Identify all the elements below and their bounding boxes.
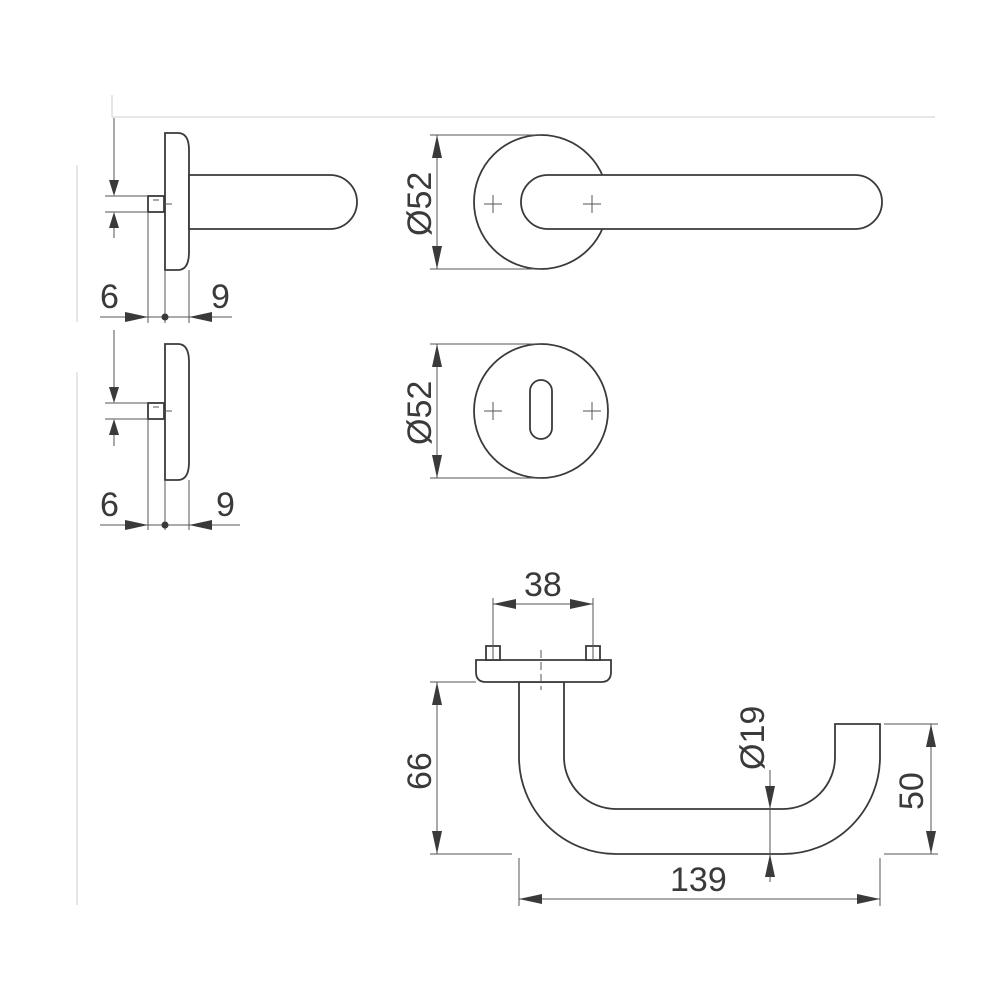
rose-side-left-dim: 6 [100,278,119,316]
escutcheon-side-left-dim: 6 [100,486,119,524]
rose-side-right-dim: 9 [211,278,230,316]
screw-mark-icon [484,402,502,420]
screw-mark-icon [484,195,502,213]
keyhole-slot [529,379,553,440]
escutcheon-diameter-dim: Ø52 [401,381,439,445]
lever-length-dim: 139 [670,861,727,899]
rose-front-view [430,134,883,270]
lever-top-view [430,598,938,906]
escutcheon-side-right-dim: 9 [216,486,235,524]
rose-diameter-dim: Ø52 [401,172,439,236]
frame-lines [76,95,935,905]
screw-mark-icon [583,195,601,213]
lever-height-dim: 66 [401,752,439,790]
fixing-spacing-dim: 38 [524,566,562,604]
escutcheon-front-view [430,343,609,479]
escutcheon-side-view [100,330,240,530]
tube-diameter-dim: Ø19 [734,706,772,770]
rose-side-view [100,118,358,323]
lever-return-dim: 50 [893,772,931,810]
screw-mark-icon [583,402,601,420]
